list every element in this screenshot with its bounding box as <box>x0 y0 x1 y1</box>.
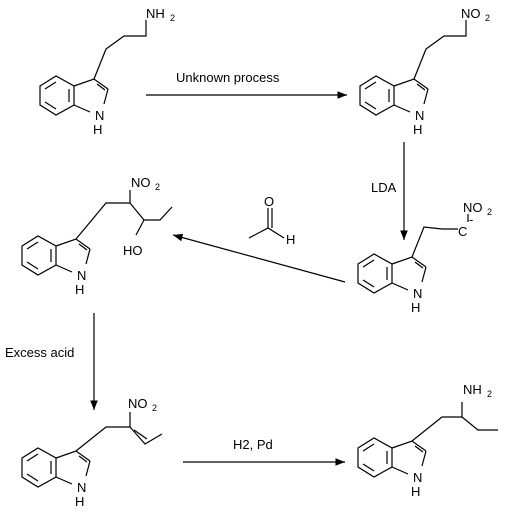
atom-o: O <box>264 194 274 209</box>
atom-n: N <box>77 480 86 495</box>
subscript: 2 <box>485 13 490 23</box>
atom-no: NO <box>131 175 151 190</box>
reagent-acetaldehyde: O H <box>248 194 295 247</box>
reaction-arrow <box>172 233 346 283</box>
reagent-label: LDA <box>371 180 397 195</box>
molecule-nitroethyl-indole: NO 2 N H <box>359 6 490 137</box>
atom-n: N <box>413 286 422 301</box>
atom-h: H <box>93 122 102 137</box>
atom-h: H <box>75 282 84 297</box>
molecule-nitronate: C - NO 2 N H <box>357 200 492 315</box>
charge: - <box>469 212 473 227</box>
molecule-alpha-ethyltryptamine: NH 2 N H <box>357 382 498 499</box>
subscript: 2 <box>170 13 175 23</box>
atom-ho: HO <box>123 243 143 258</box>
atom-no: NO <box>461 6 481 21</box>
subscript: 2 <box>487 207 492 217</box>
molecule-tryptamine: NH 2 N H <box>39 6 175 137</box>
reagent-label: Unknown process <box>176 70 280 85</box>
atom-n: N <box>95 108 104 123</box>
ethylamine-chain <box>93 20 147 80</box>
subscript: 2 <box>152 403 157 413</box>
atom-h: H <box>286 232 295 247</box>
atom-h: H <box>75 494 84 509</box>
reagent-label: Excess acid <box>5 345 74 360</box>
atom-no: NO <box>463 200 483 215</box>
atom-n: N <box>77 268 86 283</box>
atom-n: NH <box>146 6 165 21</box>
reagent-label: H2, Pd <box>233 437 273 452</box>
atom-n: N <box>413 470 422 485</box>
molecule-nitroalkene: NO 2 N H <box>21 396 163 509</box>
subscript: 2 <box>155 182 160 192</box>
atom-no: NO <box>128 396 148 411</box>
subscript: 2 <box>487 389 492 399</box>
atom-h: H <box>411 484 420 499</box>
molecule-nitro-alcohol: NO 2 HO N H <box>21 175 173 297</box>
atom-h: H <box>411 300 420 315</box>
atom-n: N <box>415 108 424 123</box>
atom-h: H <box>413 122 422 137</box>
atom-nh: NH <box>463 382 482 397</box>
atom-c: C <box>458 224 467 239</box>
